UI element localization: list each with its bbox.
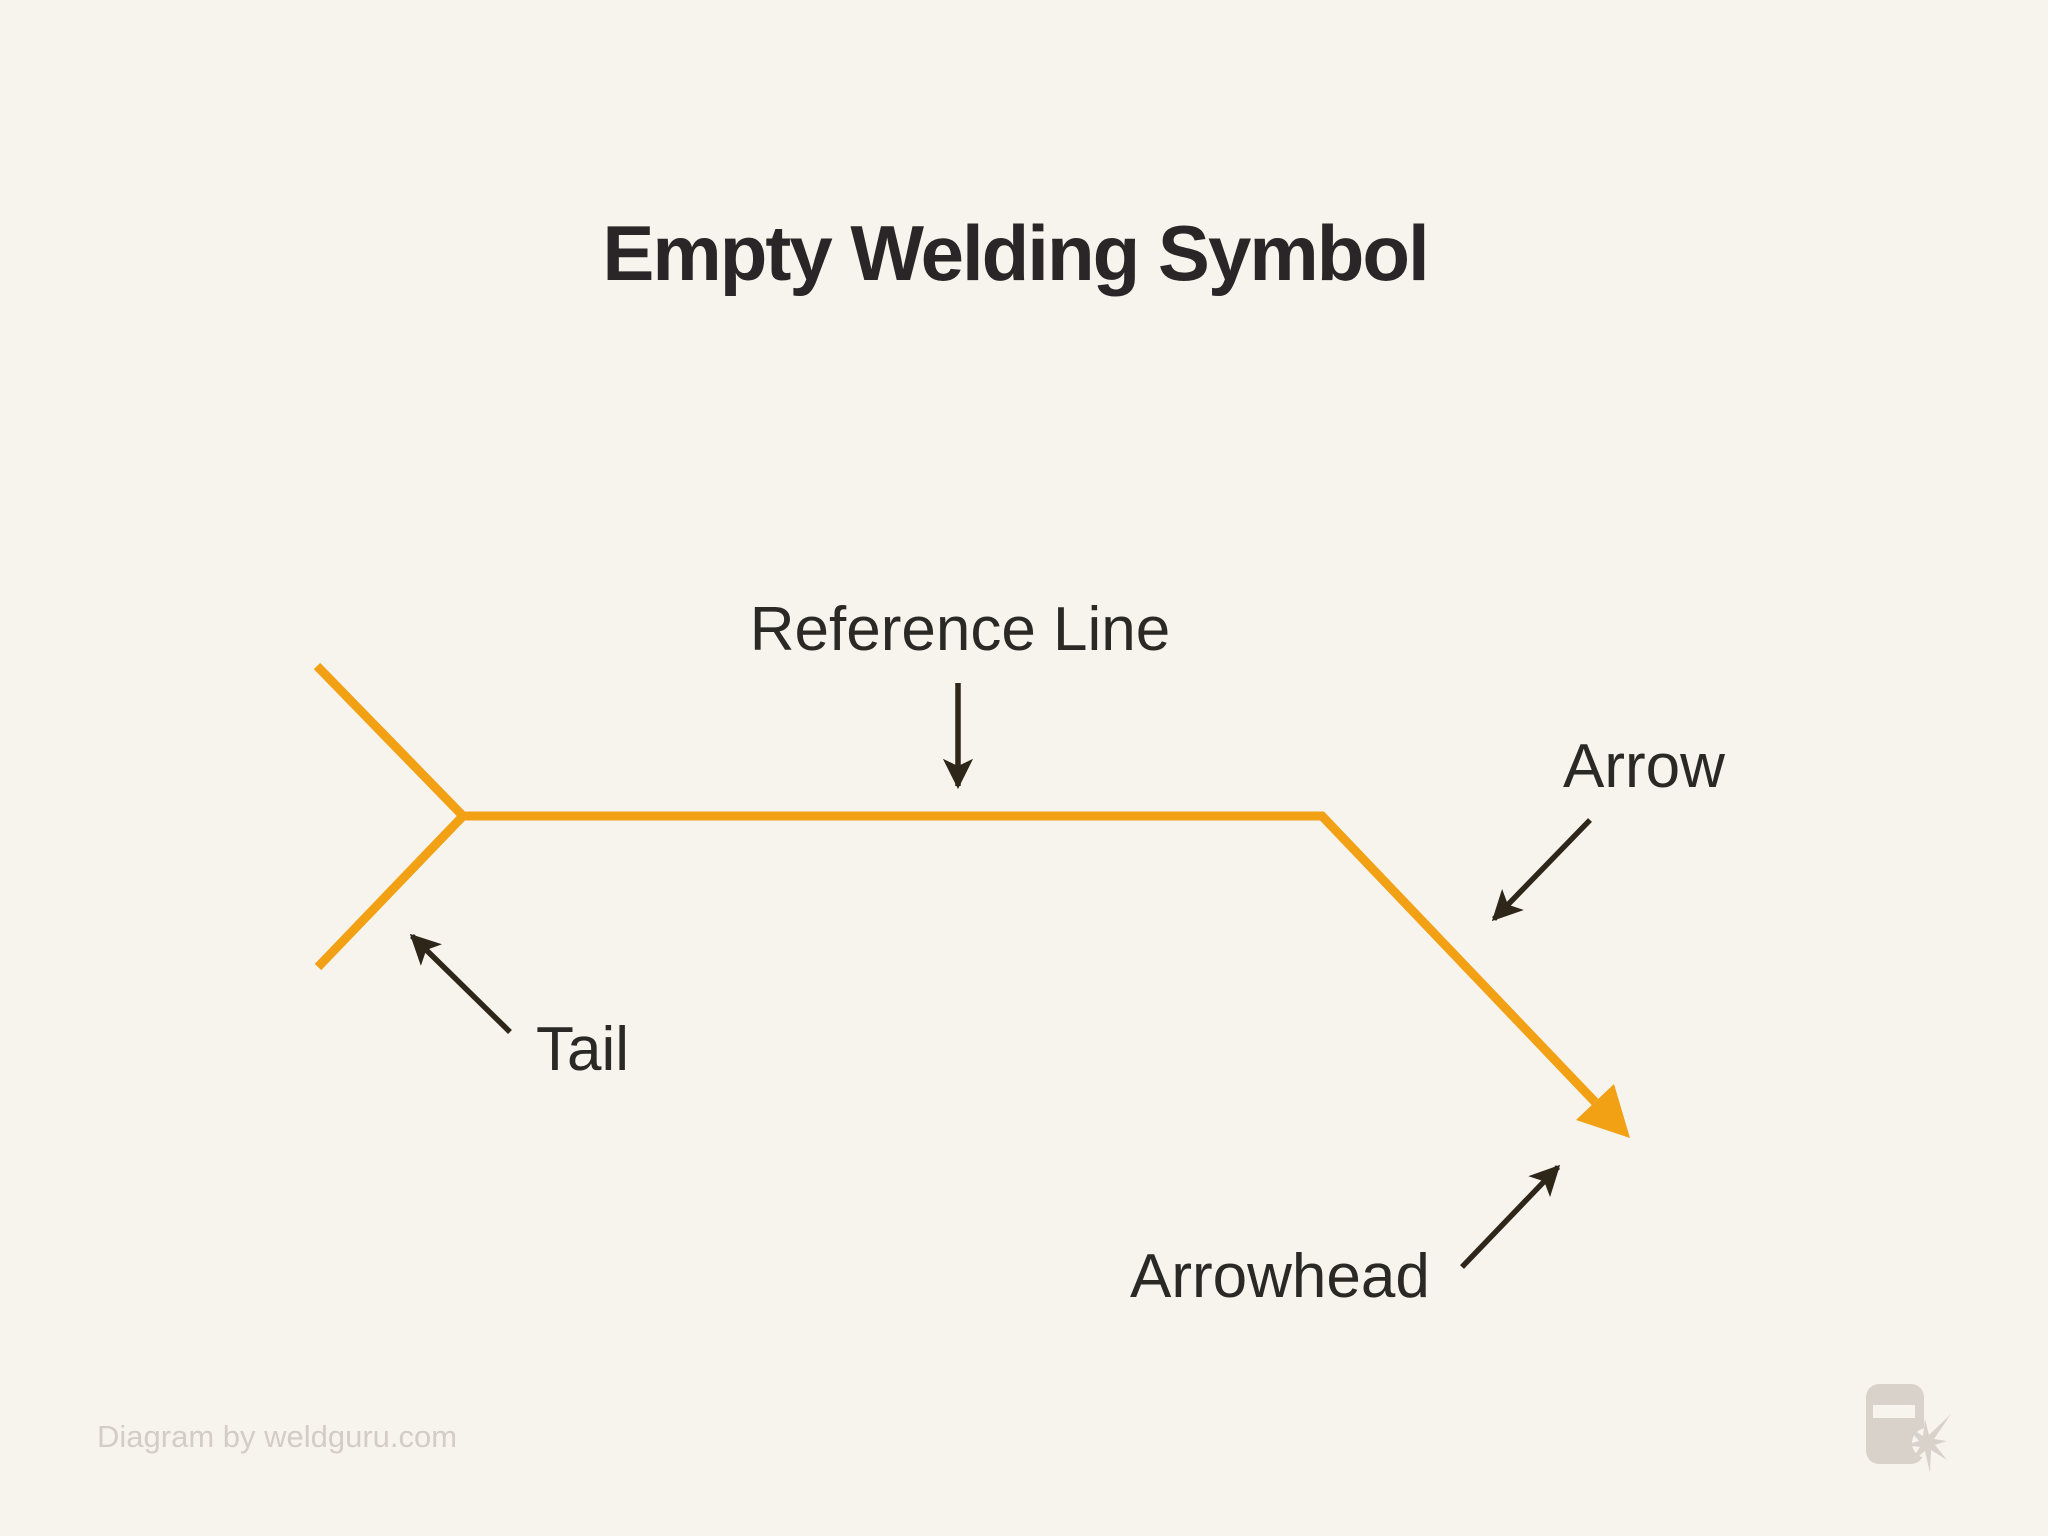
label-arrow: Arrow bbox=[1563, 732, 1725, 801]
label-reference-line: Reference Line bbox=[749, 595, 1171, 664]
tail-lines bbox=[313, 662, 470, 971]
arrowhead-triangle bbox=[1576, 1084, 1630, 1138]
weldguru-logo bbox=[1866, 1384, 1951, 1473]
arrow-pointer-arrow bbox=[1491, 818, 1592, 922]
page-title: Empty Welding Symbol bbox=[602, 209, 1429, 297]
reference-and-arrow-line bbox=[463, 811, 1599, 1106]
label-arrowhead: Arrowhead bbox=[1130, 1242, 1430, 1311]
helmet-visor-slot bbox=[1873, 1405, 1915, 1418]
welding-symbol bbox=[313, 662, 1630, 1138]
tail-pointer-arrow bbox=[409, 933, 512, 1034]
attribution-text: Diagram by weldguru.com bbox=[97, 1419, 458, 1454]
arrowhead-pointer-arrow bbox=[1460, 1164, 1561, 1269]
spark-icon bbox=[1905, 1414, 1951, 1473]
label-tail: Tail bbox=[536, 1015, 630, 1084]
annotation-arrows bbox=[409, 683, 1592, 1269]
